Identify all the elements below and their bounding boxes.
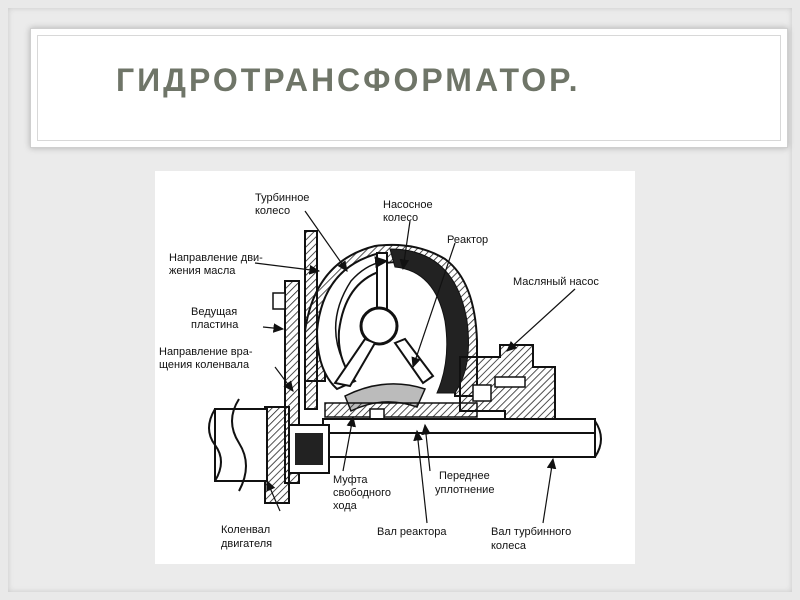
label-turbine-wheel-2: колесо [255,205,290,217]
label-pump-wheel-1: Насосное [383,199,433,211]
label-crank-direction-1: Направление вра- [159,346,253,358]
diagram-svg: Турбинное колесо Насосное колесо Реактор… [159,192,602,552]
shafts [322,418,602,458]
hub [359,306,399,346]
label-drive-plate-1: Ведущая [191,306,237,318]
title-band [30,28,788,148]
label-reactor: Реактор [447,234,488,246]
label-oil-direction-2: жения масла [169,265,236,277]
turbine-wheel [315,251,388,391]
crankshaft [208,398,268,492]
label-oil-pump: Масляный насос [513,276,599,288]
label-freewheel-clutch-2: свободного [333,487,391,499]
leader-lines [254,210,576,524]
label-crankshaft-2: двигателя [221,538,272,550]
label-turbine-wheel-1: Турбинное [255,192,309,204]
label-reactor-shaft: Вал реактора [377,526,447,538]
title-frame [37,35,781,141]
label-freewheel-clutch-1: Муфта [333,474,368,486]
label-pump-wheel-2: колесо [383,212,418,224]
label-crankshaft-1: Коленвал [221,524,270,536]
label-drive-plate-2: пластина [191,319,239,331]
oil-flow-arrow [334,256,389,362]
oil-pump [459,344,556,422]
label-front-seal-2: уплотнение [435,484,494,496]
freewheel-clutch [264,406,330,504]
torque-converter-diagram: Турбинное колесо Насосное колесо Реактор… [155,171,635,564]
label-turbine-shaft-1: Вал турбинного [491,526,571,538]
central-hub-body [324,402,478,420]
label-oil-direction-1: Направление дви- [169,252,263,264]
label-crank-direction-2: щения коленвала [159,359,250,371]
label-freewheel-clutch-3: хода [333,500,358,512]
slide-title: ГИДРОТРАНСФОРМАТОР. [116,62,581,98]
pump-wheel [389,248,469,394]
label-front-seal-1: Переднее [439,470,490,482]
label-turbine-shaft-2: колеса [491,540,527,552]
